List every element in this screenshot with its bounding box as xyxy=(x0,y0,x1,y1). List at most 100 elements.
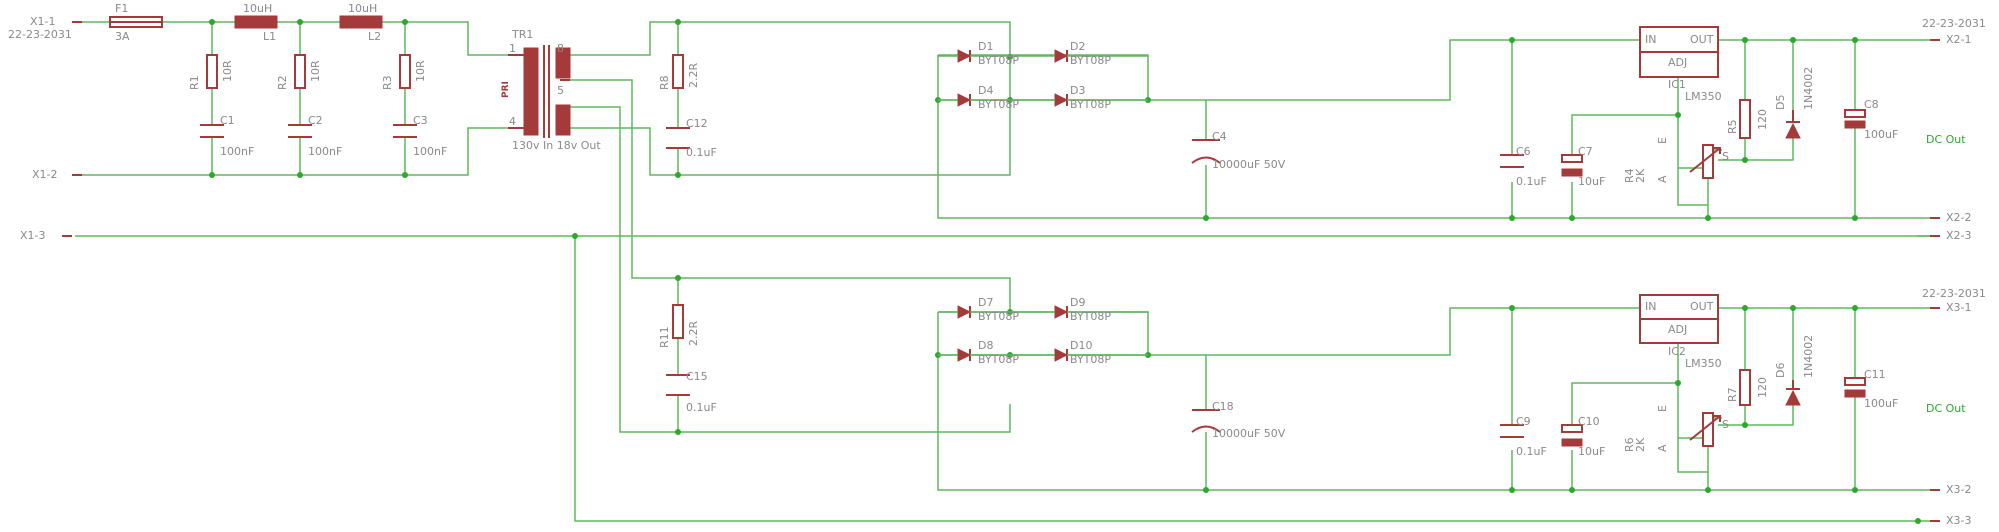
capacitor-c7 xyxy=(1561,154,1583,177)
diode-d2 xyxy=(1054,49,1069,63)
labels: X1-1 22-23-2031 X1-2 X1-3 22-23-2031 X2-… xyxy=(8,2,1986,527)
label-d7: D7 xyxy=(978,296,993,309)
label-d4-value: BYT08P xyxy=(978,98,1019,111)
label-r6-value: 2K xyxy=(1634,437,1647,452)
label-ic2: IC2 xyxy=(1668,345,1686,358)
label-tr1-pin5: 5 xyxy=(557,84,564,97)
label-r5: R5 xyxy=(1726,119,1739,134)
diode-d6 xyxy=(1785,380,1801,406)
label-f1-value: 3A xyxy=(115,30,130,43)
label-tr1-pin1: 1 xyxy=(509,42,516,55)
diode-d5 xyxy=(1785,110,1801,139)
regulator-ic1 xyxy=(1639,26,1719,78)
label-tr1-s2: S2 xyxy=(561,62,571,75)
label-r1: R1 xyxy=(188,75,201,90)
label-r3-value: 10R xyxy=(414,60,427,82)
label-c7-value: 10uF xyxy=(1578,175,1605,188)
label-c2-value: 100nF xyxy=(308,145,342,158)
diode-d1 xyxy=(957,49,972,63)
label-r7: R7 xyxy=(1726,387,1739,402)
label-ic2-out: OUT xyxy=(1690,300,1714,313)
diode-d8 xyxy=(957,348,972,362)
label-c6-value: 0.1uF xyxy=(1516,175,1547,188)
capacitor-c10 xyxy=(1561,424,1583,447)
potentiometer-r6 xyxy=(1689,412,1721,447)
label-x1-1-part: 22-23-2031 xyxy=(8,28,72,41)
label-c6: C6 xyxy=(1516,145,1531,158)
label-d3: D3 xyxy=(1070,84,1085,97)
label-d7-value: BYT08P xyxy=(978,310,1019,323)
label-c3: C3 xyxy=(413,114,428,127)
label-f1: F1 xyxy=(115,2,128,15)
label-d6-value: 1N4002 xyxy=(1802,335,1815,378)
label-r7-value: 120 xyxy=(1756,377,1769,398)
label-x2-1-part: 22-23-2031 xyxy=(1922,17,1986,30)
capacitor-c1 xyxy=(200,124,224,138)
label-r6-pin-a: A xyxy=(1656,444,1669,452)
resistor-r1 xyxy=(206,54,218,89)
label-tr1-pri: PRI xyxy=(501,81,511,98)
label-tr1-pin4: 4 xyxy=(509,115,516,128)
label-ic2-value: LM350 xyxy=(1685,357,1722,370)
diode-d10 xyxy=(1054,348,1069,362)
label-r11: R11 xyxy=(658,326,671,348)
label-c12: C12 xyxy=(686,117,708,130)
capacitor-c18 xyxy=(1191,409,1221,433)
label-d4: D4 xyxy=(978,84,993,97)
label-ic1-out: OUT xyxy=(1690,33,1714,46)
label-ic2-in: IN xyxy=(1645,300,1656,313)
label-c18: C18 xyxy=(1212,400,1234,413)
label-c7: C7 xyxy=(1578,145,1593,158)
resistor-r8 xyxy=(672,54,684,89)
label-r1-value: 10R xyxy=(221,60,234,82)
capacitor-c12 xyxy=(666,127,690,149)
diode-d7 xyxy=(957,305,972,319)
label-c15: C15 xyxy=(686,370,708,383)
label-ic2-adj: ADJ xyxy=(1668,323,1687,336)
label-ic1: IC1 xyxy=(1668,78,1686,91)
label-x3-1: X3-1 xyxy=(1946,301,1972,314)
inductor-l1 xyxy=(234,15,278,29)
label-d1-value: BYT08P xyxy=(978,54,1019,67)
label-c1-value: 100nF xyxy=(220,145,254,158)
resistor-r2 xyxy=(294,54,306,89)
label-l2: L2 xyxy=(368,30,381,43)
resistor-r7 xyxy=(1739,369,1751,406)
label-dc-out-lower: DC Out xyxy=(1926,402,1966,415)
label-x1-3: X1-3 xyxy=(20,229,46,242)
inductor-l2 xyxy=(339,15,383,29)
label-r2-value: 10R xyxy=(309,60,322,82)
label-r4: R4 xyxy=(1623,168,1636,183)
label-c8: C8 xyxy=(1864,98,1879,111)
label-r4-value: 2K xyxy=(1634,168,1647,183)
potentiometer-r4 xyxy=(1689,144,1721,179)
capacitor-c11 xyxy=(1844,377,1866,398)
label-c9: C9 xyxy=(1516,415,1531,428)
label-l1: L1 xyxy=(263,30,276,43)
regulator-ic2 xyxy=(1639,294,1719,344)
label-c2: C2 xyxy=(308,114,323,127)
label-r6: R6 xyxy=(1623,437,1636,452)
capacitor-c4 xyxy=(1191,139,1221,164)
label-c4-value: 10000uF 50V xyxy=(1212,158,1286,171)
label-c18-value: 10000uF 50V xyxy=(1212,427,1286,440)
label-r8: R8 xyxy=(658,75,671,90)
label-r4-pin-e: E xyxy=(1656,137,1669,144)
label-d2-value: BYT08P xyxy=(1070,54,1111,67)
junctions xyxy=(209,19,1921,524)
label-dc-out-upper: DC Out xyxy=(1926,133,1966,146)
fuse-f1 xyxy=(109,16,163,28)
label-r4-pin-s: S xyxy=(1722,150,1729,163)
label-c8-value: 100uF xyxy=(1864,128,1898,141)
label-c11-value: 100uF xyxy=(1864,397,1898,410)
label-r5-value: 120 xyxy=(1756,109,1769,130)
diode-d4 xyxy=(957,93,972,107)
capacitor-c8 xyxy=(1844,109,1866,129)
label-x2-2: X2-2 xyxy=(1946,211,1972,224)
label-d5-value: 1N4002 xyxy=(1802,67,1815,110)
label-d10: D10 xyxy=(1070,339,1092,352)
label-d3-value: BYT08P xyxy=(1070,98,1111,111)
label-x3-2: X3-2 xyxy=(1946,483,1972,496)
label-d5: D5 xyxy=(1774,95,1787,110)
label-ic1-in: IN xyxy=(1645,33,1656,46)
